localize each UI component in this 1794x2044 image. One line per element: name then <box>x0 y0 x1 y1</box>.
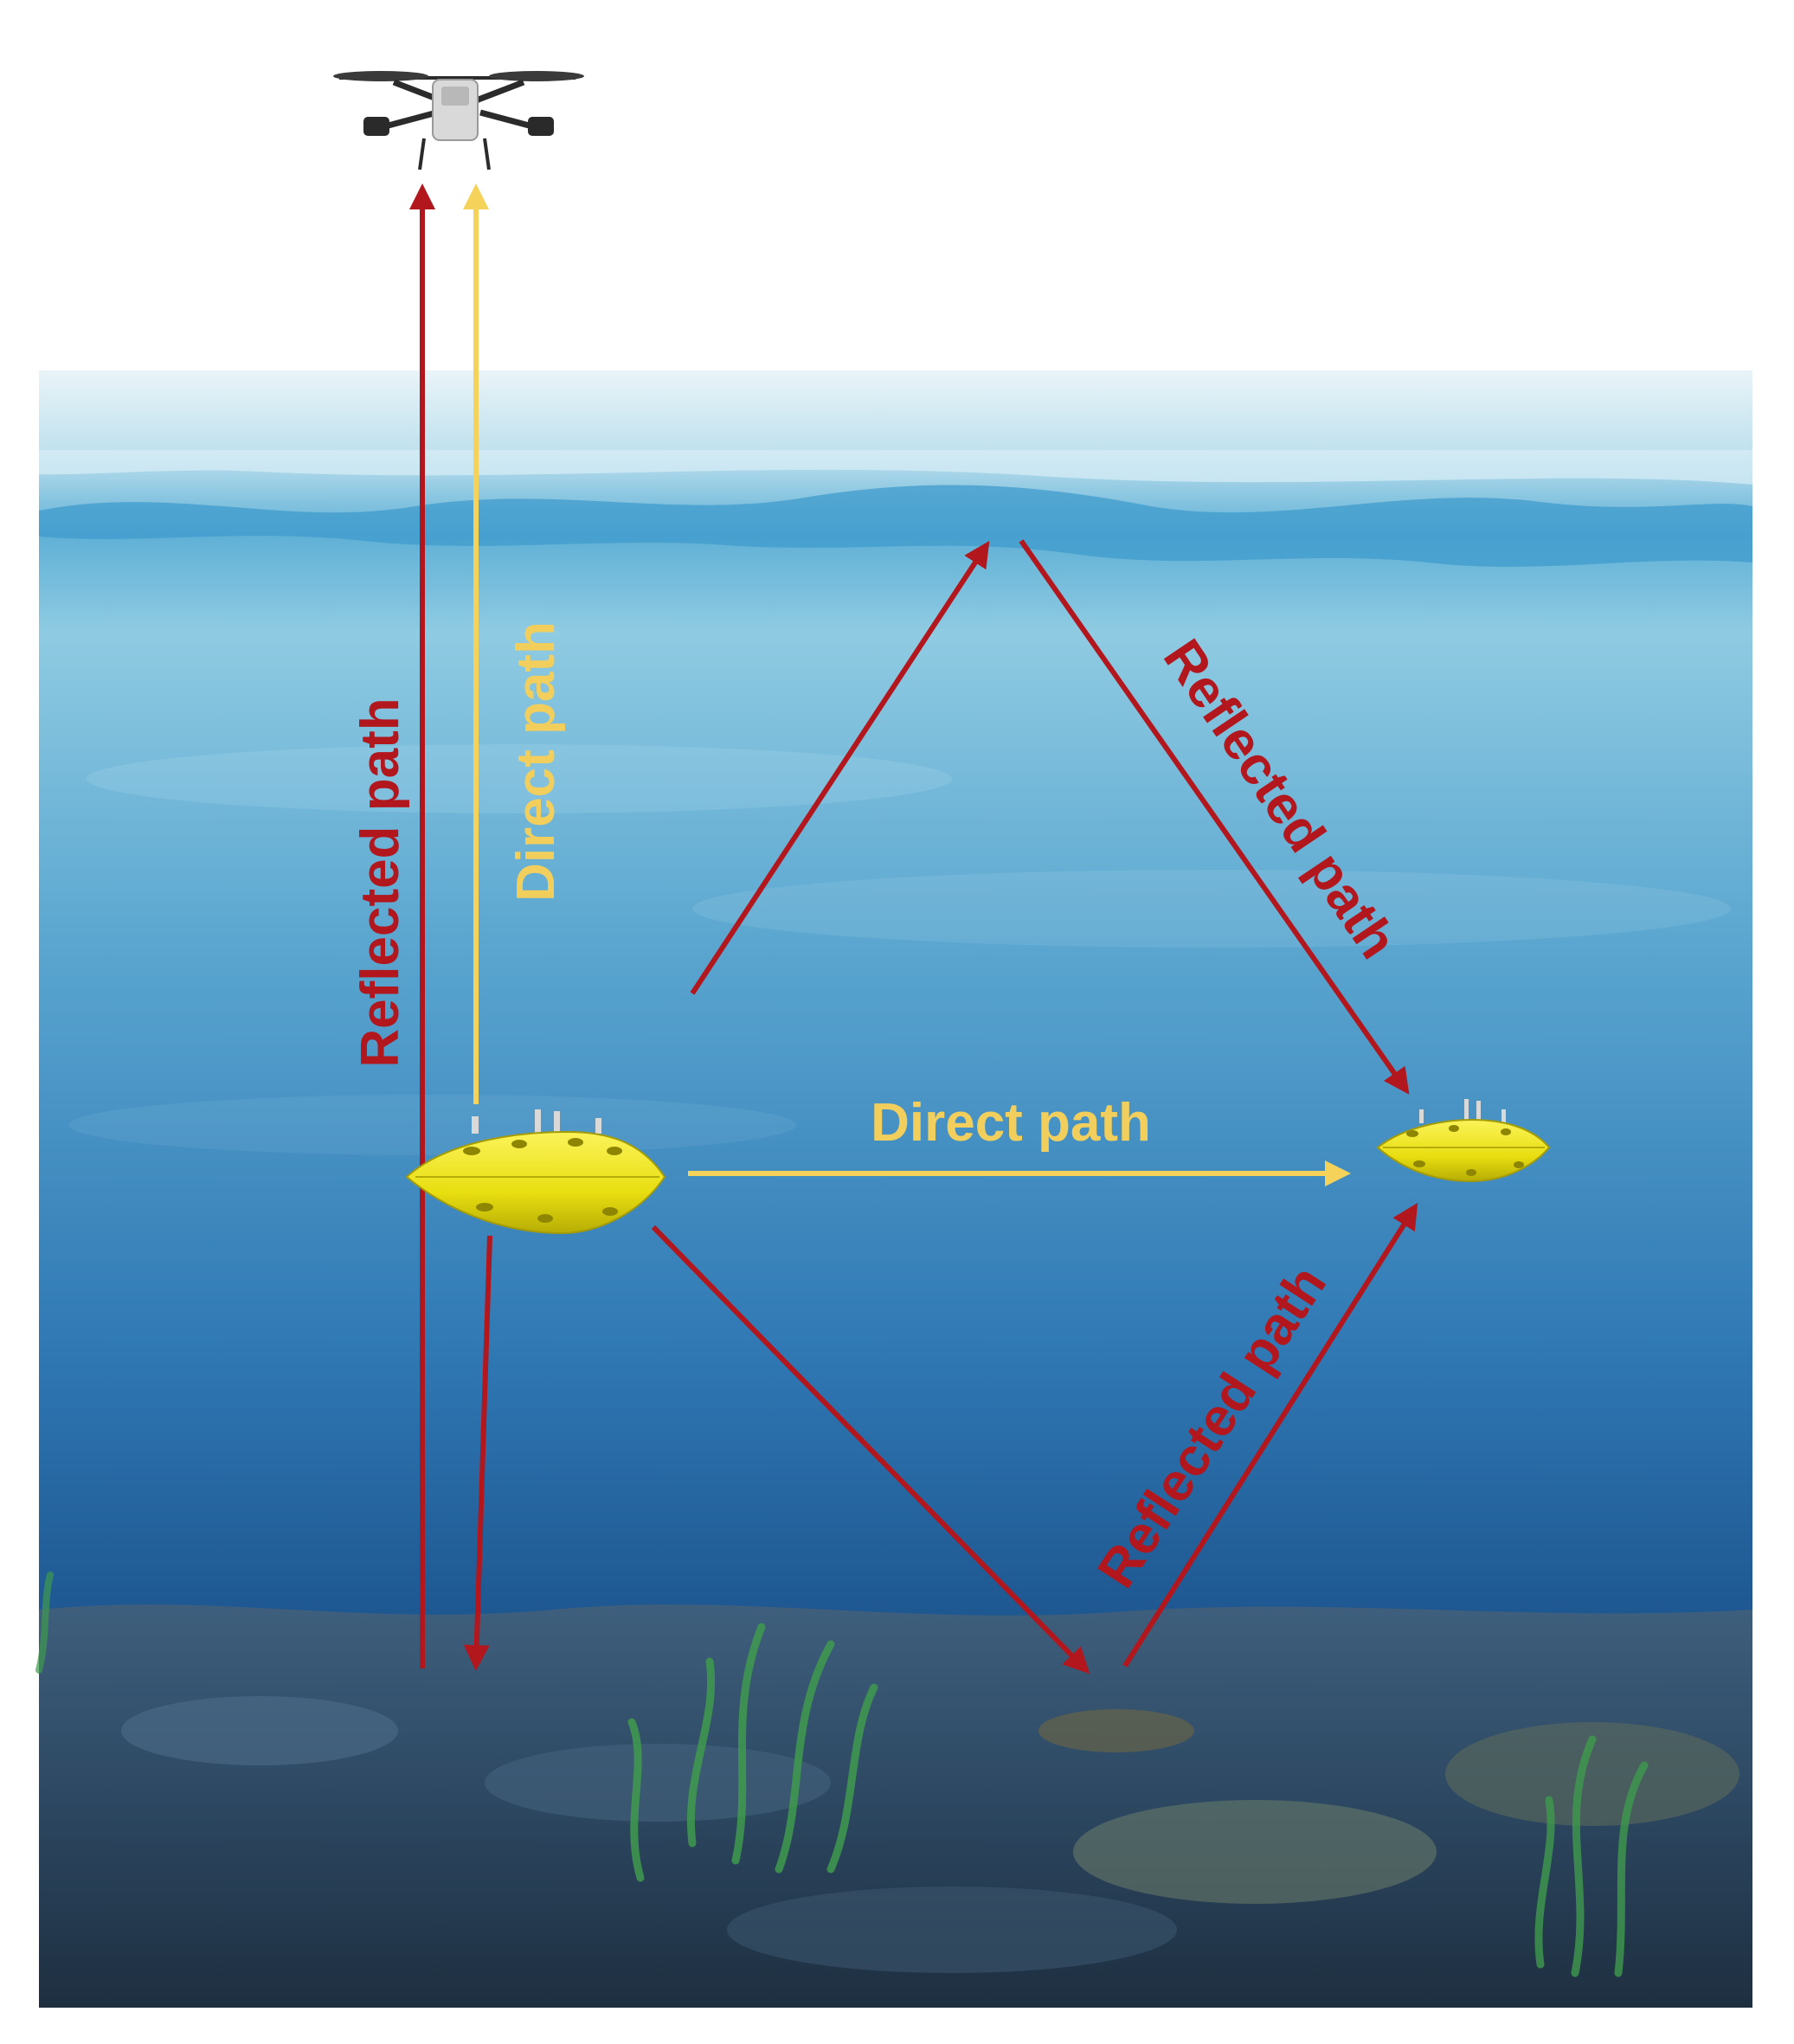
quadcopter-drone-icon <box>333 71 584 170</box>
underwater-vehicle-icon <box>1376 1099 1551 1183</box>
seaweed-icon <box>35 1572 54 1674</box>
downward-reflected-arrow <box>463 1235 492 1671</box>
acoustic-paths <box>409 183 1418 1674</box>
horizontal-direct-label: Direct path <box>871 1093 1151 1153</box>
sea-surface-waves <box>39 485 1752 567</box>
seabed <box>39 1604 1752 2008</box>
underwater-vehicle-icon <box>405 1109 666 1235</box>
vertical-reflected-label: Reflected path <box>350 697 410 1067</box>
vertical-direct-label: Direct path <box>506 621 566 902</box>
seaweed-icon <box>1534 1735 1649 1977</box>
surface-reflected-downleg-arrow <box>1019 539 1410 1095</box>
bottom-reflected-upleg-arrow <box>1122 1202 1418 1668</box>
seaweed-icon <box>627 1623 878 1882</box>
surface-reflected-upleg-arrow <box>690 540 990 995</box>
ocean-background <box>35 370 1752 2008</box>
bottom-reflected-downleg-arrow <box>651 1224 1090 1674</box>
